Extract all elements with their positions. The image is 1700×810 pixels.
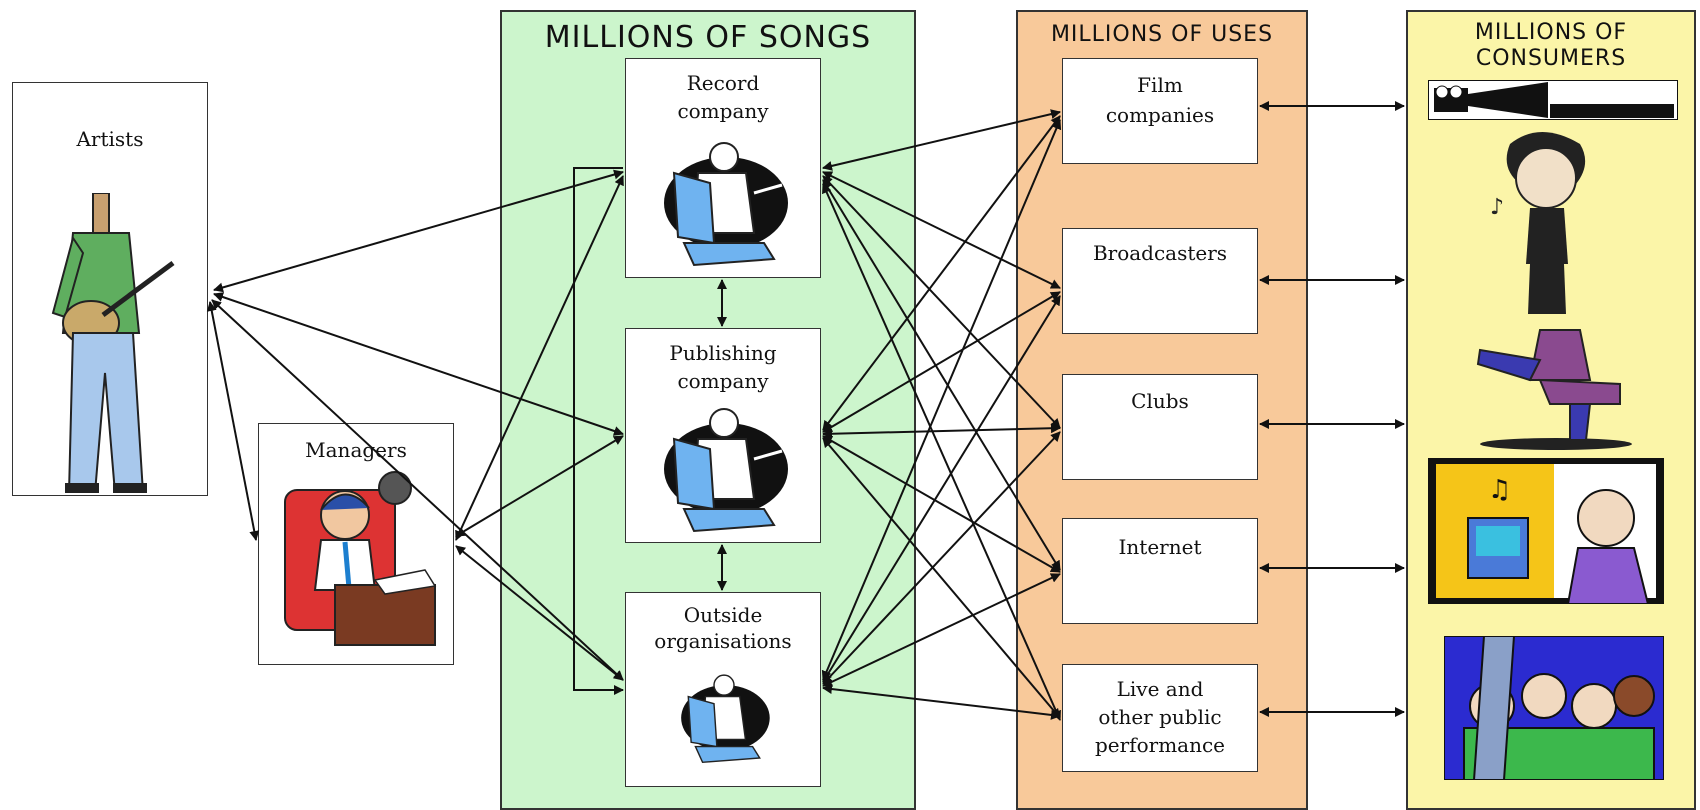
live-label-line1: Live and [1116, 677, 1204, 701]
film-companies-label-line1: Film [1137, 73, 1183, 97]
live-label-line3: performance [1094, 733, 1225, 757]
broadcasters-box: Broadcasters [1062, 228, 1258, 334]
headphone-listener-icon: ♪ [1490, 132, 1586, 314]
svg-text:♫: ♫ [1488, 475, 1511, 505]
edge-publishing-broadcasters [822, 291, 1061, 433]
svg-text:♪: ♪ [1490, 195, 1504, 220]
edge-record-clubs [822, 175, 1061, 429]
record-company-box: Record company [625, 58, 821, 278]
edge-outside-film [821, 119, 1062, 681]
outside-organisations-label-line2: organisations [654, 629, 792, 653]
broadcasters-label: Broadcasters [1092, 241, 1228, 265]
record-company-label-line2: company [677, 99, 769, 123]
edge-outside-broadcasters [822, 295, 1061, 683]
live-performance-box: Live and other public performance [1062, 664, 1258, 772]
person-at-computer-icon [664, 142, 788, 267]
edge-record-internet [822, 179, 1061, 571]
film-camera-icon [1428, 80, 1678, 120]
edge-publishing-internet [822, 435, 1061, 573]
dancer-icon [1476, 329, 1632, 450]
concert-crowd-icon [1444, 636, 1664, 780]
edge-managers-outside [455, 545, 624, 681]
film-companies-label-line2: companies [1105, 103, 1215, 127]
guitarist-icon [51, 193, 175, 493]
outside-organisations-label-line1: Outside [683, 603, 763, 627]
edge-artists-managers [206, 301, 260, 541]
clubs-box: Clubs [1062, 374, 1258, 480]
edge-record-broadcasters [822, 171, 1061, 289]
edge-publishing-live [822, 437, 1061, 719]
artists-label: Artists [76, 127, 144, 151]
edge-publishing-clubs [822, 423, 1061, 439]
edge-artists-record [213, 169, 624, 293]
person-at-computer-icon [681, 674, 770, 764]
record-company-label-line1: Record [686, 71, 760, 95]
internet-label: Internet [1118, 535, 1202, 559]
edge-outside-internet [822, 573, 1061, 687]
publishing-company-label-line2: company [677, 369, 769, 393]
consumers-panel-title-line1: MILLIONS OF [1474, 20, 1628, 45]
uses-panel-title: MILLIONS OF USES [1050, 22, 1274, 47]
artists-box: Artists [12, 82, 208, 496]
internet-box: Internet [1062, 518, 1258, 624]
edge-publishing-film [822, 115, 1061, 431]
edge-outside-clubs [822, 431, 1061, 685]
computer-music-icon: ♫ [1428, 458, 1664, 604]
clubs-label: Clubs [1131, 389, 1189, 413]
outside-organisations-box: Outside organisations [625, 592, 821, 787]
publishing-company-label-line1: Publishing [669, 341, 777, 365]
consumers-panel-title-line2: CONSUMERS [1475, 46, 1627, 71]
edge-record-live [822, 183, 1061, 721]
film-companies-box: Film companies [1062, 58, 1258, 164]
edge-artists-publishing [213, 292, 624, 436]
edge-record-outside-bracket [573, 167, 624, 695]
person-at-computer-icon [664, 408, 788, 533]
live-label-line2: other public [1098, 705, 1222, 729]
songs-panel-title: MILLIONS OF SONGS [544, 20, 872, 55]
edge-managers-publishing [455, 435, 624, 537]
edge-outside-live [822, 684, 1061, 720]
edge-record-film [822, 109, 1061, 171]
edge-artists-outside [211, 299, 624, 681]
publishing-company-box: Publishing company [625, 328, 821, 543]
